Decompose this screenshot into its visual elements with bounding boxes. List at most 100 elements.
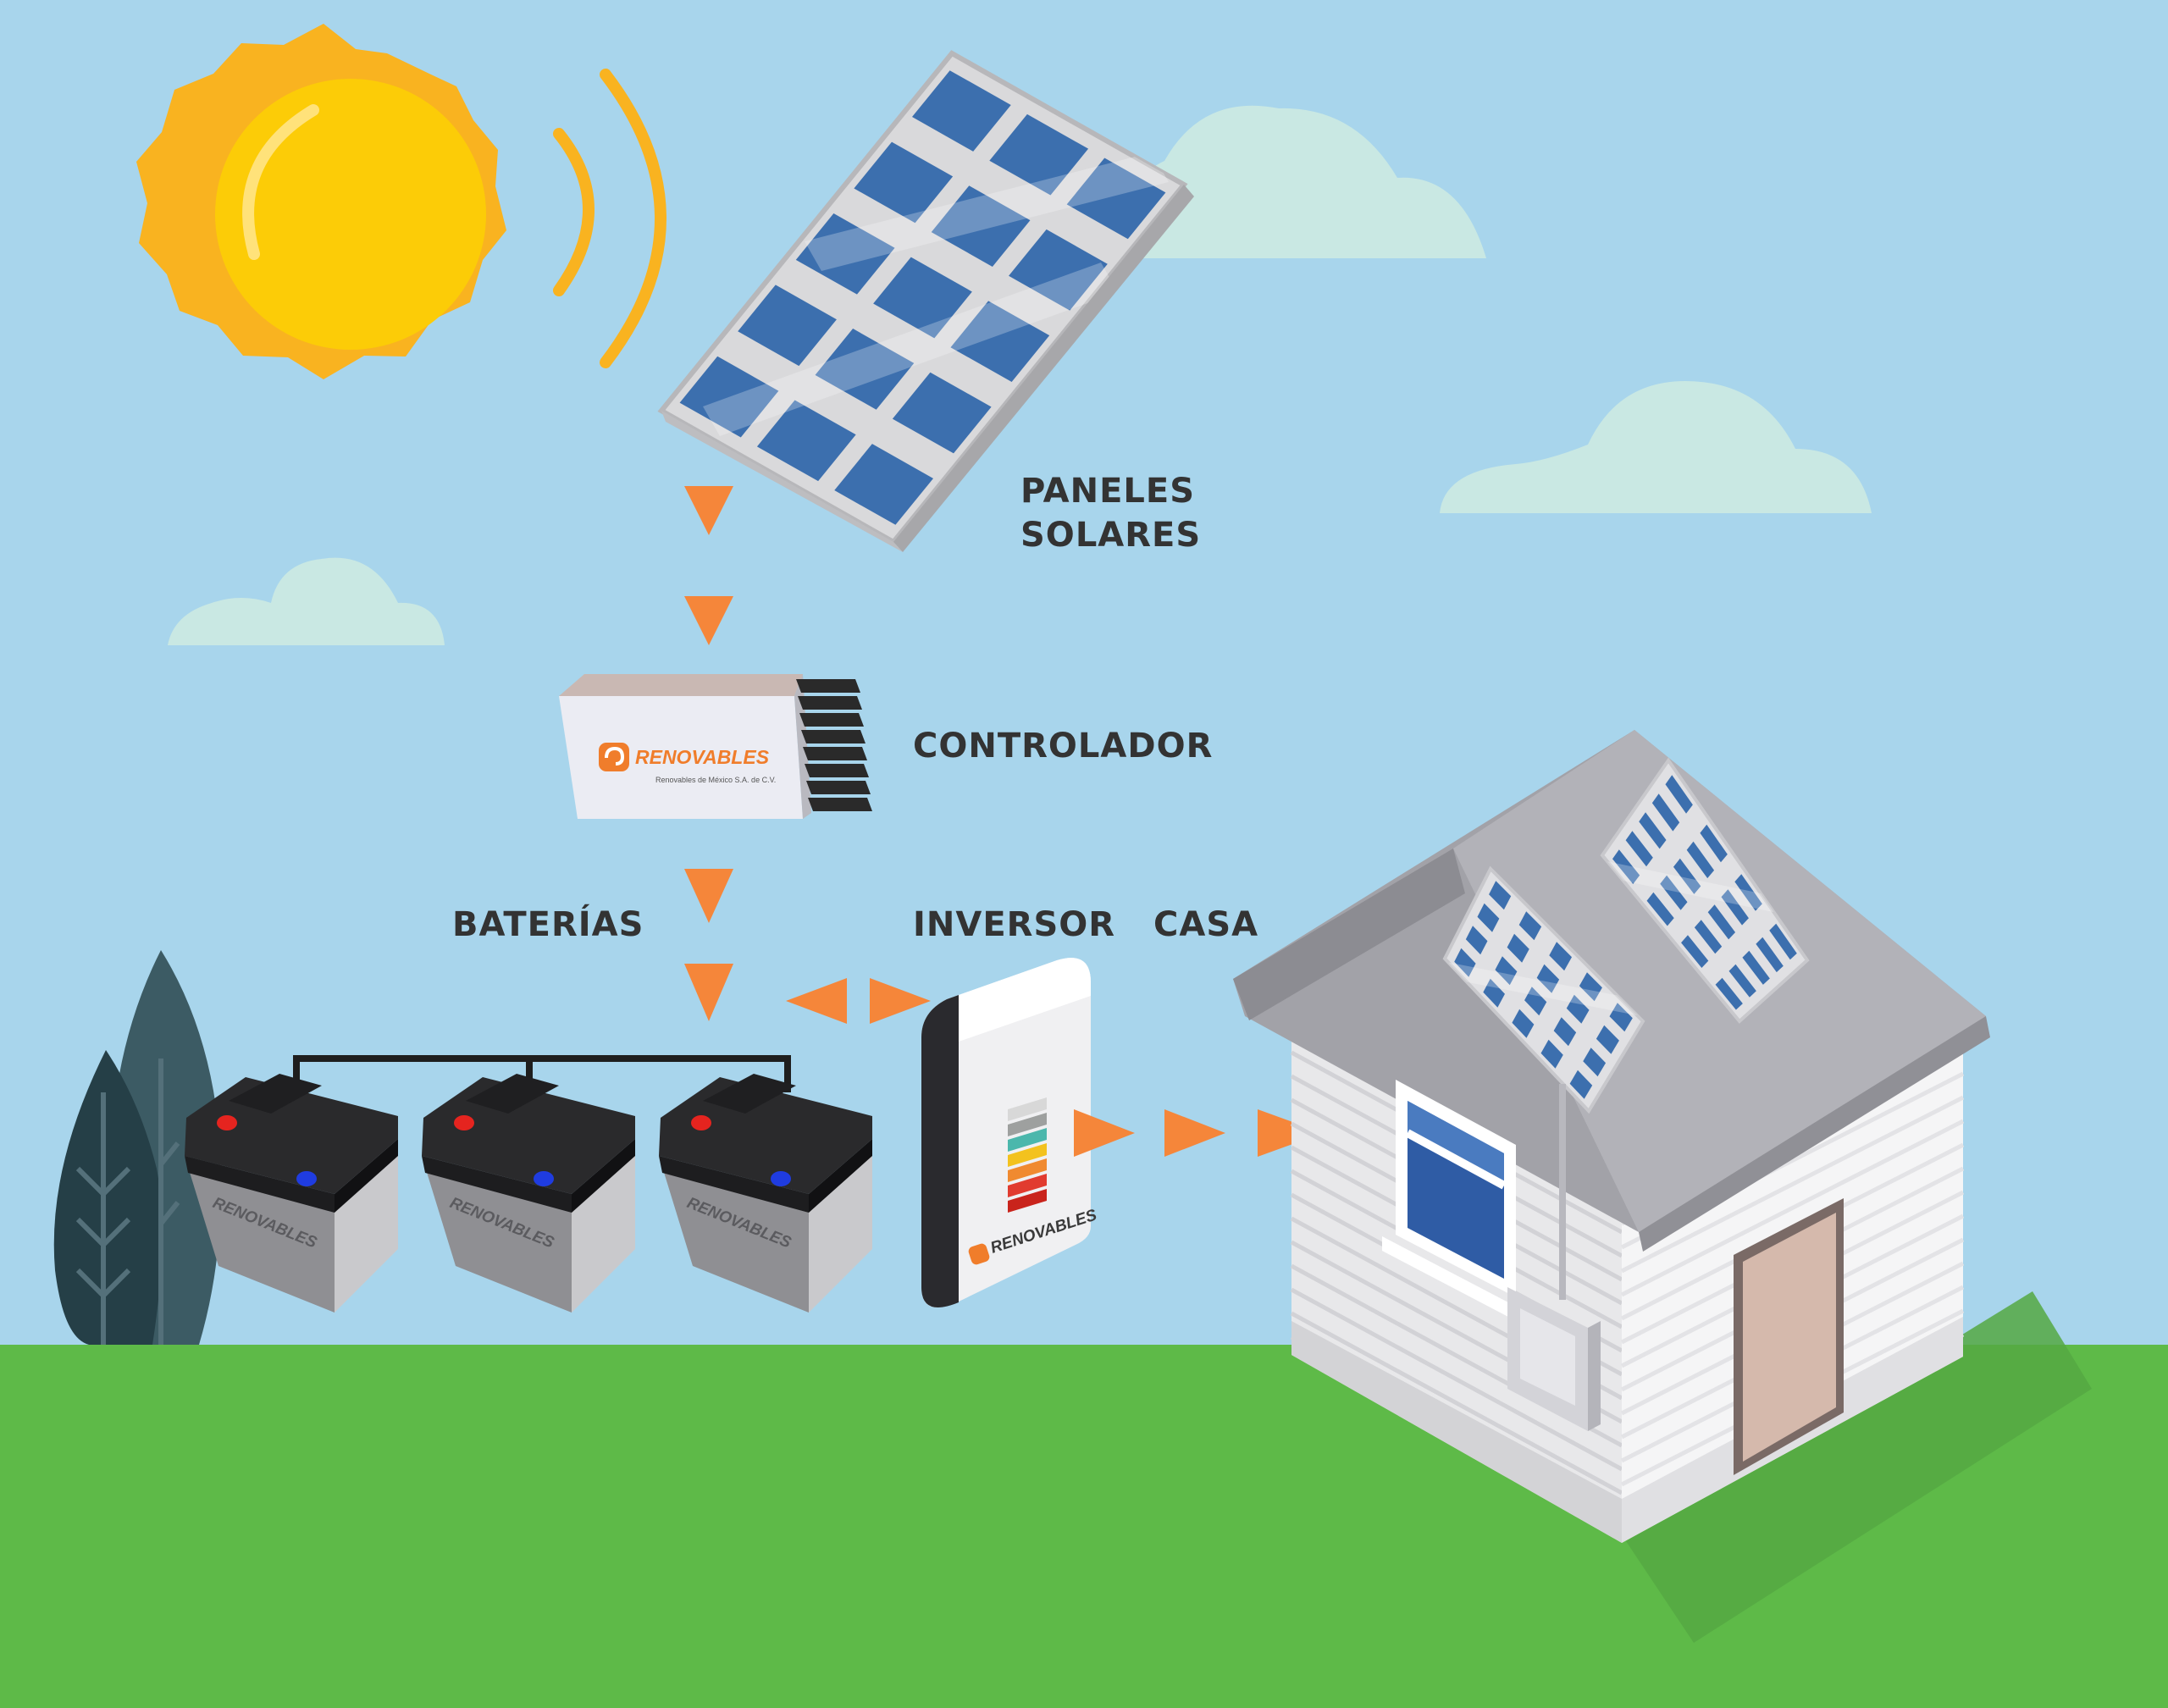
label-casa: CASA [1153, 905, 1259, 944]
inverter-icon [921, 958, 1091, 1307]
label-inversor: INVERSOR [913, 905, 1116, 944]
flow-arrow-icon [684, 869, 733, 1021]
negative-terminal [296, 1171, 317, 1186]
rooftop-solar-panel [1442, 865, 1645, 1114]
panel-cell [911, 70, 1011, 152]
panel-cell [1715, 977, 1743, 1010]
panel-cell [989, 113, 1089, 196]
battery-icon [659, 1074, 872, 1313]
label-controlador: CONTROLADOR [913, 727, 1214, 766]
panel-cell [1681, 935, 1709, 968]
charge-controller-icon [559, 674, 872, 819]
panel-cell [1646, 892, 1674, 926]
panel-cell [1596, 1025, 1619, 1054]
panel-cell [1009, 229, 1108, 311]
sun-icon [136, 24, 666, 379]
panel-cell [1066, 158, 1166, 240]
tree-icon [53, 950, 222, 1345]
flow-arrow-icon [786, 978, 931, 1024]
panel-cell [1609, 1003, 1633, 1032]
panel-cell [815, 329, 915, 410]
panel-cell [1756, 937, 1784, 973]
panel-cell [1734, 874, 1762, 911]
panel-cell [679, 356, 779, 438]
label-paneles-line1: PANELES [1020, 472, 1196, 511]
panel-cell [1512, 1009, 1535, 1038]
battery-bank [185, 1074, 872, 1313]
panel-cell [1673, 858, 1701, 894]
panel-cell [1583, 1047, 1607, 1077]
panel-cell [1518, 911, 1542, 941]
panel-cell [1769, 923, 1797, 960]
flow-arrow-icon [1074, 1109, 1323, 1157]
panel-cell [1625, 831, 1653, 867]
rooftop-solar-panel [1600, 757, 1810, 1024]
panel-cell [1707, 904, 1736, 940]
electric-meter [1507, 1084, 1601, 1431]
battery-icon [185, 1074, 398, 1313]
panel-cell [1566, 994, 1590, 1024]
panel-cell [873, 257, 972, 339]
panel-cell [1553, 1017, 1577, 1047]
panel-cell [756, 400, 856, 482]
panel-cell [1524, 987, 1547, 1016]
brand-logo [968, 1243, 990, 1265]
panel-cell [1721, 889, 1749, 926]
panel-cell [1465, 926, 1488, 955]
flow-arrow-icon [684, 486, 733, 645]
panel-cell [1700, 824, 1728, 863]
panel-cell [1483, 978, 1505, 1008]
inverter-charge-indicator [1008, 1097, 1047, 1213]
controller-brand-tagline: Renovables de México S.A. de C.V. [655, 776, 776, 784]
positive-terminal [691, 1115, 711, 1130]
panel-cell [1507, 933, 1529, 963]
panel-cell [892, 372, 992, 454]
panel-cell [1579, 972, 1602, 1002]
panel-cell [1686, 841, 1715, 879]
panel-cell [1495, 956, 1518, 986]
panel-cell [950, 301, 1050, 383]
positive-terminal [217, 1115, 237, 1130]
panel-cell [854, 141, 954, 224]
heat-sink-fins [796, 679, 872, 811]
house-window [1382, 1080, 1524, 1325]
cloud-icon [1130, 105, 1486, 258]
panel-cell [1639, 812, 1667, 849]
brand-logo [599, 743, 629, 771]
panel-glare [703, 152, 1169, 436]
panel-cell [1660, 875, 1688, 910]
controller-brand-name: RENOVABLES [635, 746, 770, 768]
panel-cell [1549, 942, 1573, 971]
panel-cell [1742, 950, 1770, 985]
panel-cell [795, 213, 895, 295]
panel-cell [1569, 1070, 1593, 1099]
panel-cell [1651, 793, 1680, 832]
panel-cell-grid [679, 70, 1166, 525]
solar-panel-icon [657, 50, 1194, 552]
panel-cell [1728, 964, 1756, 998]
label-baterias: BATERÍAS [452, 905, 644, 944]
panel-cell [738, 285, 837, 367]
cloud-icon [168, 557, 445, 645]
positive-terminal [454, 1115, 474, 1130]
negative-terminal [771, 1171, 791, 1186]
label-paneles-line2: SOLARES [1020, 516, 1202, 555]
panel-cell [931, 185, 1031, 267]
house-icon [1233, 730, 2092, 1643]
label-paneles-solares: PANELES SOLARES [1020, 469, 1201, 557]
panel-cell [1665, 775, 1693, 814]
panel-cell [1612, 849, 1640, 884]
panel-cell [1694, 920, 1723, 954]
panel-cell [1454, 948, 1476, 977]
panel-cell [1477, 903, 1500, 932]
cloud-icon [1440, 381, 1872, 513]
battery-icon [422, 1074, 635, 1313]
house-door [1734, 1198, 1844, 1475]
panel-cell [1536, 964, 1560, 993]
negative-terminal [534, 1171, 554, 1186]
panel-cell [1489, 881, 1512, 910]
panel-cell [1540, 1039, 1563, 1069]
panel-cell [834, 444, 934, 525]
